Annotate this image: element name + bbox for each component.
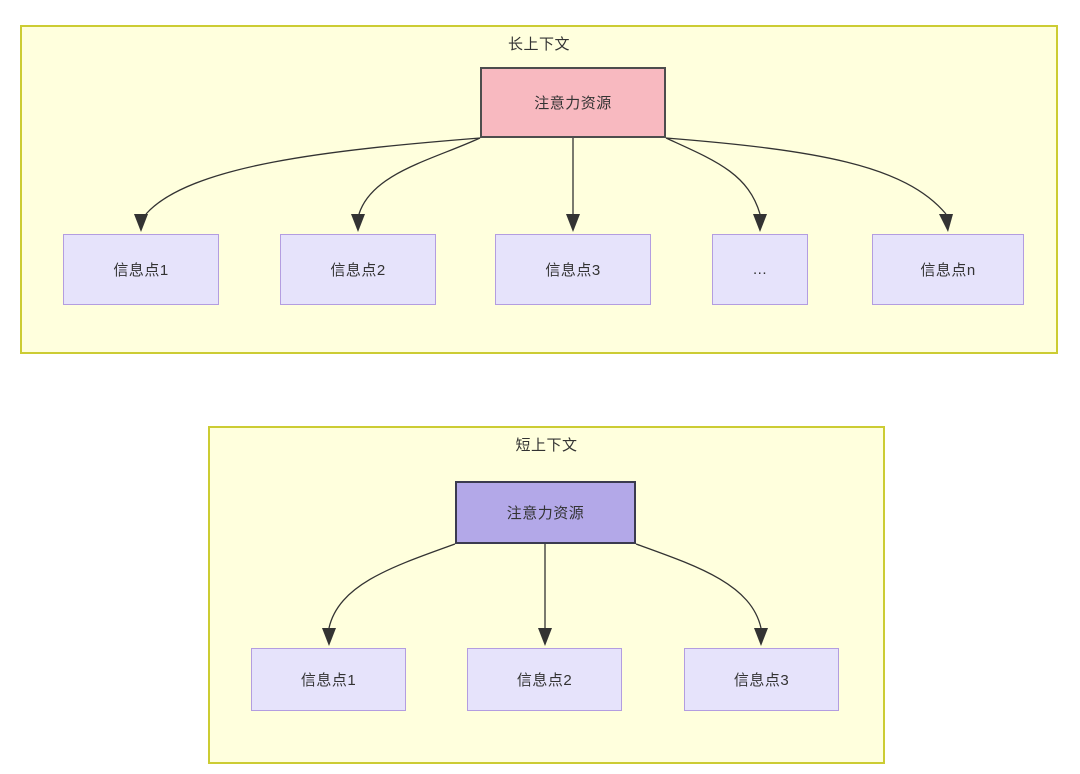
node-info-point-2-short[interactable]: 信息点2 [467,648,622,711]
container-short-context: 短上下文 [208,426,885,764]
node-info-point-n-long[interactable]: 信息点n [872,234,1024,305]
node-info-point-3-short[interactable]: 信息点3 [684,648,839,711]
node-info-point-ellipsis-long[interactable]: ... [712,234,808,305]
node-attention-resource-long[interactable]: 注意力资源 [480,67,666,138]
container-short-context-title: 短上下文 [515,437,578,454]
node-attention-resource-short[interactable]: 注意力资源 [455,481,636,544]
container-long-context-title: 长上下文 [507,36,570,53]
node-info-point-1-short[interactable]: 信息点1 [251,648,406,711]
node-info-point-2-long[interactable]: 信息点2 [280,234,436,305]
node-info-point-3-long[interactable]: 信息点3 [495,234,651,305]
node-info-point-1-long[interactable]: 信息点1 [63,234,219,305]
